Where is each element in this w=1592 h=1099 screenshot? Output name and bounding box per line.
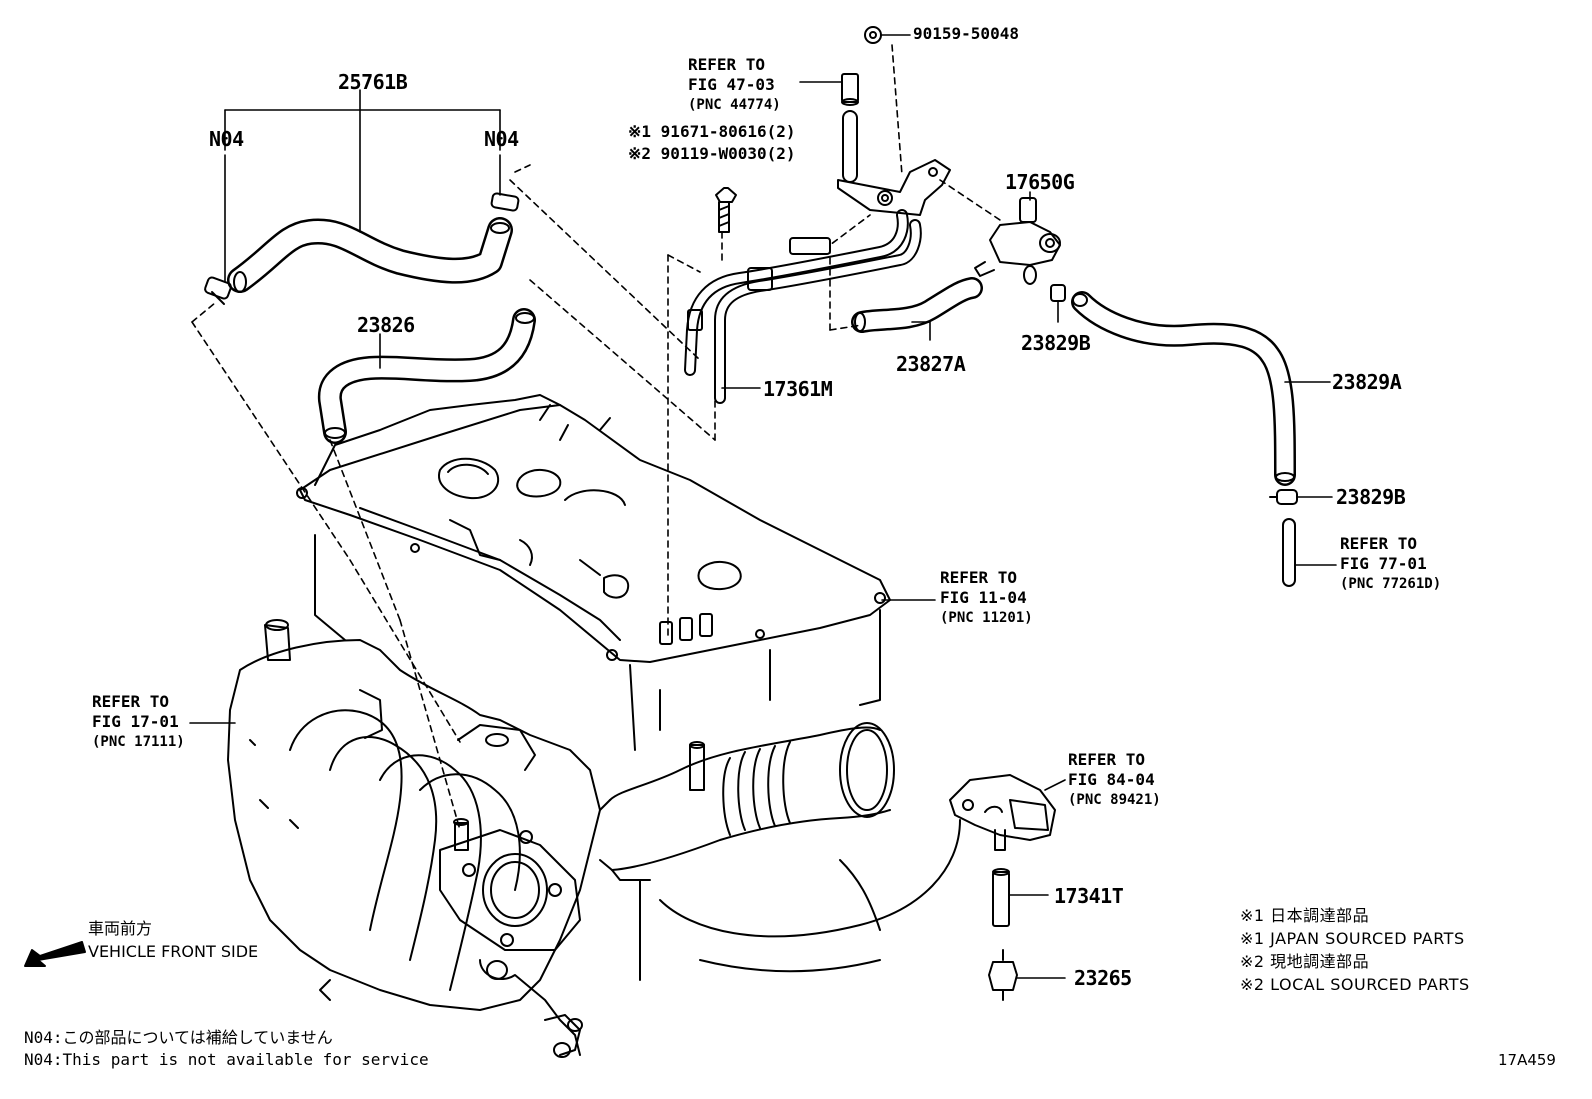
vehicle-front-en: VEHICLE FRONT SIDE — [88, 942, 259, 961]
bolt — [715, 187, 737, 233]
vehicle-front-jp: 車両前方 — [88, 919, 153, 938]
clip-23829b-right — [1269, 489, 1298, 505]
n04-note: N04:この部品については補給していません N04:This part is n… — [24, 1028, 429, 1069]
filter-23265 — [988, 949, 1018, 1001]
bracket — [837, 159, 951, 216]
clip-n04-right — [490, 192, 520, 212]
part-17361m-label: 17361M — [763, 377, 833, 401]
hose-25761b — [227, 217, 513, 293]
part-23829b-top-label: 23829B — [1021, 331, 1091, 355]
sensor-89421 — [949, 774, 1056, 851]
refer-fig-84-04: REFER TO FIG 84-04 (PNC 89421) — [1068, 750, 1161, 808]
leader-lines — [189, 34, 1337, 979]
intake-manifold — [227, 619, 601, 1058]
part-23265-label: 23265 — [1074, 966, 1132, 990]
part-17341t-label: 17341T — [1054, 884, 1124, 908]
bolt-ref-2: ※2 90119-W0030(2) — [628, 144, 796, 163]
part-n04-left-label: N04 — [209, 127, 244, 151]
air-intake-hose — [599, 722, 895, 881]
part-17650g-label: 17650G — [1005, 170, 1075, 194]
dashed-lines — [191, 44, 1001, 831]
part-23826-label: 23826 — [357, 313, 415, 337]
cam-cover — [296, 394, 891, 663]
part-23829a-label: 23829A — [1332, 370, 1402, 394]
nut-90159 — [864, 26, 882, 44]
tube-upper — [841, 73, 859, 183]
part-25761b-label: 25761B — [338, 70, 408, 94]
hose-23829a — [1071, 291, 1296, 486]
clip-23829b-top — [1050, 284, 1066, 302]
hose-17341t — [992, 868, 1010, 927]
refer-fig-17-01: REFER TO FIG 17-01 (PNC 17111) — [92, 692, 185, 750]
part-n04-right-label: N04 — [484, 127, 519, 151]
refer-fig-47-03: REFER TO FIG 47-03 (PNC 44774) — [688, 55, 781, 113]
figure-code: 17A459 — [1498, 1051, 1556, 1069]
bolt-ref-1: ※1 91671-80616(2) — [628, 122, 796, 141]
engine-block — [314, 534, 961, 981]
hose-23826 — [317, 308, 536, 444]
part-23827a-label: 23827A — [896, 352, 966, 376]
sourcing-legend: ※1 日本調達部品 ※1 JAPAN SOURCED PARTS ※2 現地調達… — [1240, 906, 1470, 994]
hose-23827a — [851, 277, 983, 333]
valve-17650g — [974, 197, 1061, 285]
part-23829b-right-label: 23829B — [1336, 485, 1406, 509]
vehicle-front-arrow — [24, 941, 86, 967]
pipe-17361m — [684, 209, 922, 404]
refer-fig-11-04: REFER TO FIG 11-04 (PNC 11201) — [940, 568, 1033, 626]
part-90159-label: 90159-50048 — [913, 24, 1019, 43]
clip-n04-left — [204, 276, 232, 305]
refer-fig-77-01: REFER TO FIG 77-01 (PNC 77261D) — [1340, 534, 1442, 592]
